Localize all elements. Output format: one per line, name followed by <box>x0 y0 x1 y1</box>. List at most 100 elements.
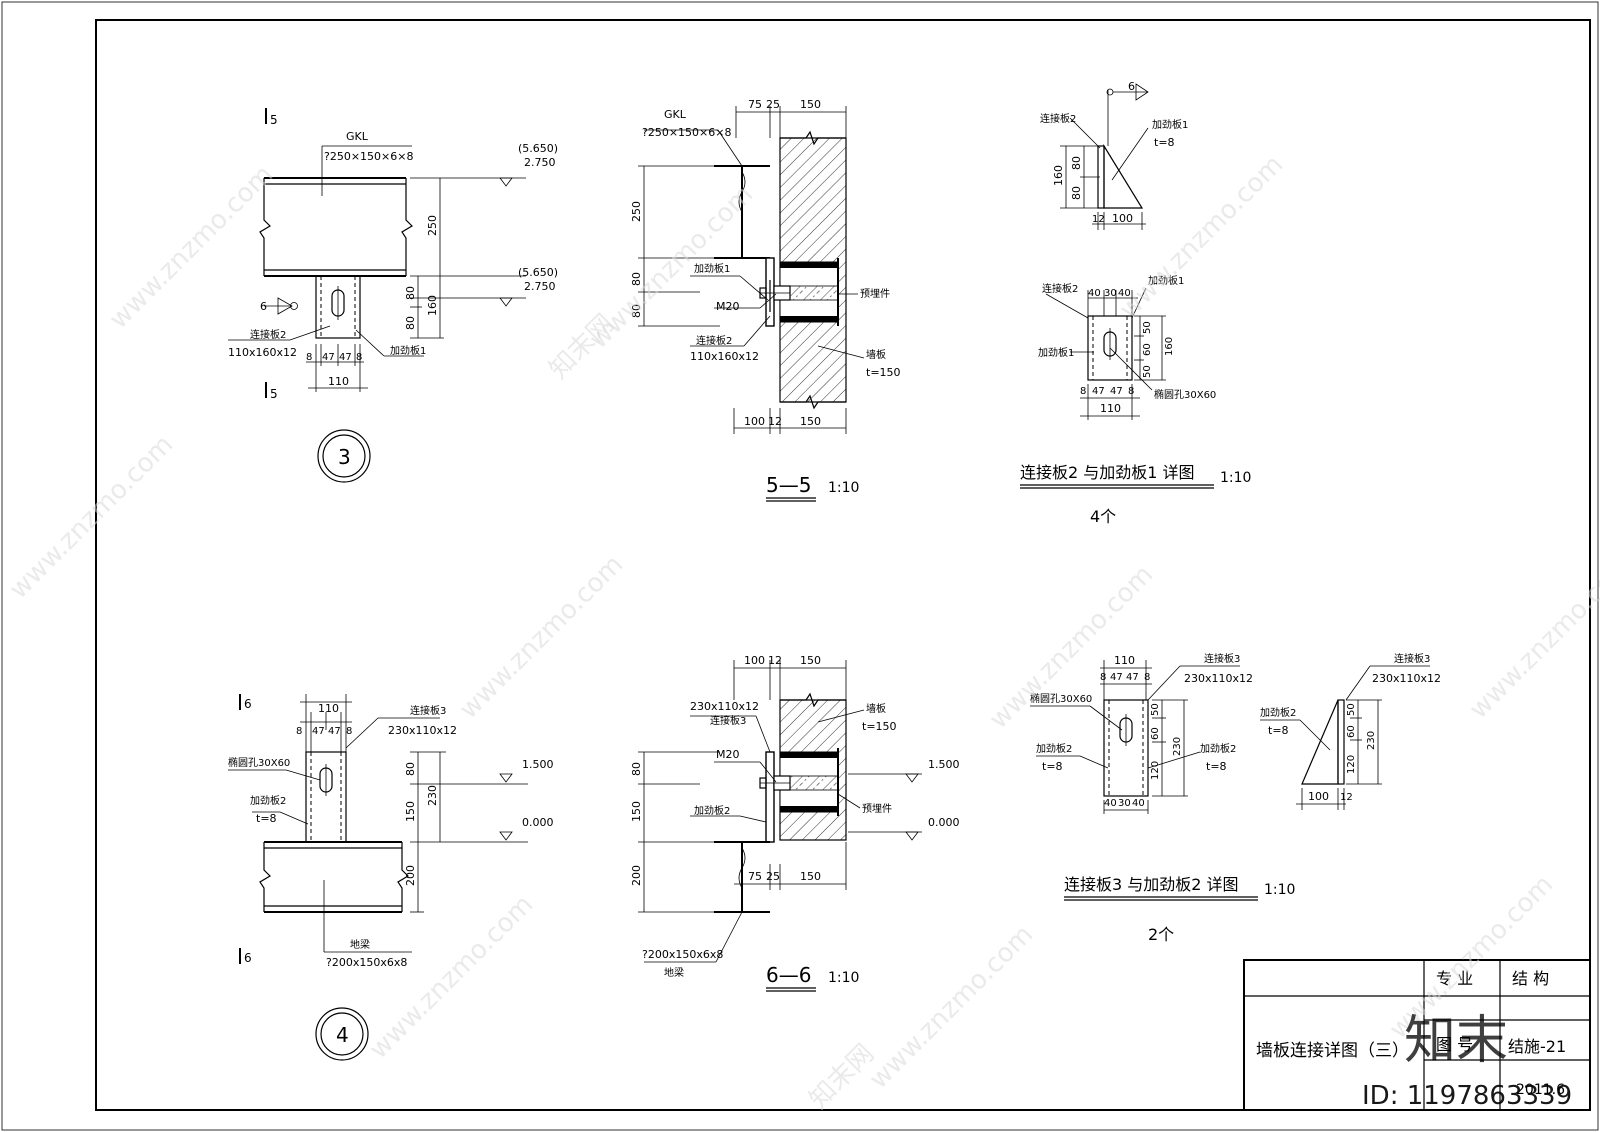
dim-80: 80 <box>630 762 643 776</box>
dim-b4: 8 <box>1128 386 1134 397</box>
detail-count: 4个 <box>1090 507 1116 526</box>
section-mark-bottom: 5 <box>270 387 278 401</box>
stiffener-label: 加劲板2 <box>694 804 730 817</box>
dim-80b: 80 <box>404 316 417 330</box>
dim-t2: 47 <box>312 726 325 737</box>
drawing-title: 墙板连接详图（三） <box>1256 1041 1409 1061</box>
watermark-4: www.znzmo.com <box>4 430 179 605</box>
side-stiffener-label: 加劲板2 <box>1260 706 1296 719</box>
dim-t2: 12 <box>768 654 782 667</box>
dim-b1: 100 <box>744 415 765 428</box>
dim-r1: 50 <box>1150 703 1161 716</box>
plate-label: 连接板2 <box>250 328 286 341</box>
section-5-5: 75 25 150 250 80 80 GKL <box>630 98 901 502</box>
plate-spec: 230x110x12 <box>690 700 759 713</box>
stiffener-label-r: 加劲板2 <box>1200 742 1236 755</box>
watermark-10: www.znzmo.com <box>1464 550 1600 725</box>
dim-250: 250 <box>630 201 643 222</box>
dim-t3: 150 <box>800 654 821 667</box>
dim-t3: 47 <box>328 726 341 737</box>
side-dim-r2: 60 <box>1346 725 1357 738</box>
dim-b3: 150 <box>800 415 821 428</box>
dim-110: 110 <box>1114 654 1135 667</box>
dim-b3: 47 <box>1110 386 1123 397</box>
side-plate-spec: 230x110x12 <box>1372 672 1441 685</box>
dim-t2: 25 <box>766 98 780 111</box>
stiffener-label: 加劲板2 <box>250 794 286 807</box>
side-stiffener-thickness: t=8 <box>1268 724 1289 737</box>
dim-l1: 75 <box>748 870 762 883</box>
section-mark-top: 5 <box>270 113 278 127</box>
specialty-label: 专 业 <box>1436 969 1473 988</box>
wall-label: 墙板 <box>866 348 886 361</box>
beam-name: GKL <box>346 130 369 143</box>
detail-3: 5 5 GKL ?250×150×6×8 6 250 160 80 <box>228 108 558 483</box>
title-block: 专 业 结 构 图 号 结施-21 2011.6 墙板连接详图（三） <box>1243 959 1591 1111</box>
elev-mid: 2.750 <box>524 280 556 293</box>
dim-200: 200 <box>404 865 417 886</box>
plate-spec: 230x110x12 <box>1184 672 1253 685</box>
dim-t2: 47 <box>1110 672 1123 683</box>
detail-plate2-stiffener1: 6 连接板2 加劲板1 t=8 160 80 80 12 100 40 30 4… <box>1020 80 1251 526</box>
elev-top: 2.750 <box>524 156 556 169</box>
watermark-1: www.znzmo.com <box>104 160 279 335</box>
dim-b3: 40 <box>1132 798 1145 809</box>
beam-spec: ?200x150x6x8 <box>642 948 723 961</box>
watermark-5: www.znzmo.com <box>454 550 629 725</box>
dim-t1: 8 <box>1100 672 1106 683</box>
dim-b1: 40 <box>1104 798 1117 809</box>
dim-160: 160 <box>426 295 439 316</box>
stiffener-label: 加劲板2 <box>1036 742 1072 755</box>
detail-number: 3 <box>338 445 351 469</box>
section-mark-bottom: 6 <box>244 951 252 965</box>
detail-title: 连接板3 与加劲板2 详图 <box>1064 875 1239 894</box>
wall-thickness: t=150 <box>862 720 897 733</box>
beam-spec: ?250×150×6×8 <box>642 126 731 139</box>
dim-b4: 8 <box>356 352 362 363</box>
specialty-value: 结 构 <box>1512 969 1549 988</box>
side-plate-label: 连接板2 <box>1040 112 1076 125</box>
beam-spec: ?200x150x6x8 <box>326 956 407 969</box>
stiffener-thickness-r: t=8 <box>1206 760 1227 773</box>
plate-label: 连接板2 <box>696 334 732 347</box>
dim-230: 230 <box>1172 737 1183 756</box>
side-stiffener-label: 加劲板1 <box>1152 118 1188 131</box>
side-plate-label: 连接板3 <box>1394 652 1430 665</box>
elev-top-paren: (5.650) <box>518 142 558 155</box>
dim-80a: 80 <box>404 286 417 300</box>
dim-250: 250 <box>426 215 439 236</box>
plate-spec: 110x160x12 <box>690 350 759 363</box>
dim-150: 150 <box>404 801 417 822</box>
wall-label: 墙板 <box>866 702 886 715</box>
dim-b1: 8 <box>306 352 312 363</box>
hole-label: 椭圆孔30X60 <box>1154 388 1216 401</box>
dim-t1: 75 <box>748 98 762 111</box>
elev-mid-paren: (5.650) <box>518 266 558 279</box>
hole-label: 椭圆孔30X60 <box>228 756 290 769</box>
dim-110: 110 <box>1100 402 1121 415</box>
dim-80b: 80 <box>1070 186 1083 200</box>
dim-80a: 80 <box>630 272 643 286</box>
dim-100: 100 <box>1112 212 1133 225</box>
dim-80b: 80 <box>630 304 643 318</box>
sheet-date: 2011.6 <box>1516 1082 1565 1098</box>
dim-80a: 80 <box>1070 156 1083 170</box>
watermark-logo: 知末 <box>1404 1011 1508 1071</box>
detail-plate3-stiffener2: 110 8 47 47 8 连接板3 230x110x12 椭圆孔30X60 加… <box>1030 652 1441 944</box>
dim-b2: 12 <box>768 415 782 428</box>
dim-t1: 8 <box>296 726 302 737</box>
dim-t3: 40 <box>1118 288 1131 299</box>
stiffener-thickness: t=8 <box>1154 136 1175 149</box>
dim-b1: 8 <box>1080 386 1086 397</box>
dim-t3: 150 <box>800 98 821 111</box>
dim-t1: 40 <box>1088 288 1101 299</box>
side-dim-100: 100 <box>1308 790 1329 803</box>
dim-r3: 50 <box>1142 365 1153 378</box>
dim-b2: 30 <box>1118 798 1131 809</box>
stiffener-thickness: t=8 <box>1042 760 1063 773</box>
beam-label: 地梁 <box>350 938 370 951</box>
side-dim-r3: 120 <box>1346 755 1357 774</box>
dim-r1: 50 <box>1142 321 1153 334</box>
watermark-7: www.znzmo.com <box>364 890 539 1065</box>
